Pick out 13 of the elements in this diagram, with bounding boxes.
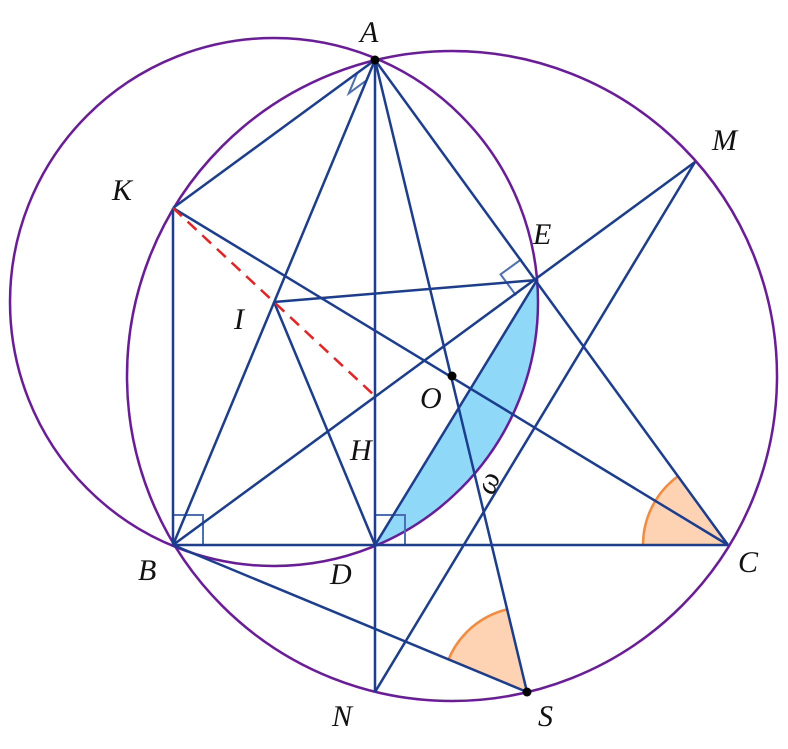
point-label: K xyxy=(112,176,132,206)
point-label: I xyxy=(234,305,244,335)
point-label: S xyxy=(538,702,553,732)
point-label: B xyxy=(138,556,156,586)
point-label: ω xyxy=(470,468,506,498)
point-label: D xyxy=(330,560,352,590)
point-label: C xyxy=(738,548,758,578)
point-label: N xyxy=(332,702,352,732)
point-label: O xyxy=(420,384,442,414)
point-label: A xyxy=(360,18,378,48)
point-label: M xyxy=(712,126,737,156)
point-label: H xyxy=(350,436,372,466)
point-label: E xyxy=(533,220,552,250)
